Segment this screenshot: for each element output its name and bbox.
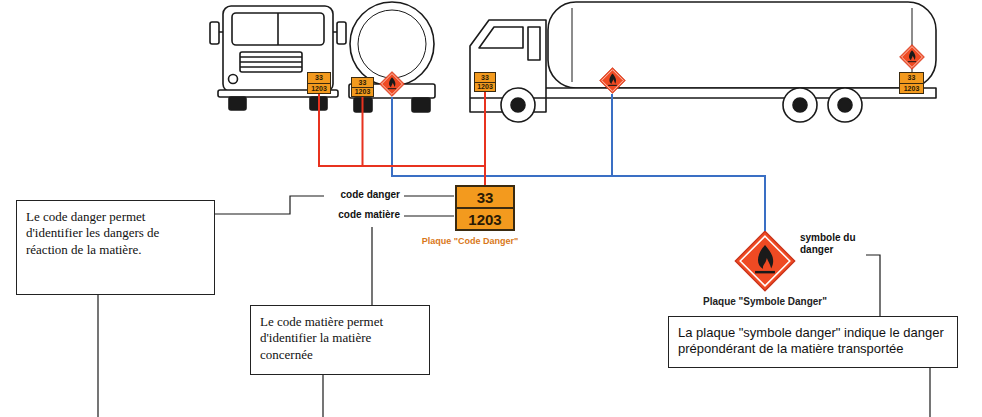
substance-code: 1203 <box>352 88 373 97</box>
plate-label: Plaque "Symbole Danger" <box>670 296 860 308</box>
code-danger-plate: 331203 <box>899 72 924 94</box>
substance-code: 1203 <box>308 84 330 94</box>
plate-label: symbole du danger <box>800 232 864 256</box>
substance-code: 1203 <box>900 84 923 94</box>
danger-code: 33 <box>308 73 330 84</box>
side-tanker <box>470 2 936 122</box>
plate-label: code matière <box>300 209 400 221</box>
danger-code: 33 <box>352 78 373 88</box>
code-danger-plate: 331203 <box>307 72 331 94</box>
callout-text: La plaque "symbole danger" indique le da… <box>678 325 948 358</box>
substance-code: 1203 <box>475 83 495 92</box>
callout-text: Le code matière permet d'identifier la m… <box>260 314 412 363</box>
callout-box: Le code danger permet d'identifier les d… <box>16 200 215 295</box>
danger-code: 33 <box>900 73 923 84</box>
hazard-diamond <box>900 45 925 70</box>
plate-label: code danger <box>300 189 400 201</box>
code-danger-plate: 331203 <box>351 77 374 97</box>
hazard-diamond <box>600 68 626 94</box>
code-danger-plate: 331203 <box>455 185 515 231</box>
front-truck <box>210 6 346 110</box>
code-danger-plate: 331203 <box>474 72 496 92</box>
callout-text: Le code danger permet d'identifier les d… <box>26 209 188 258</box>
plate-label: Plaque "Code Danger" <box>400 236 540 247</box>
danger-code: 33 <box>457 187 513 209</box>
hazard-diamond <box>380 72 405 97</box>
hazard-diamond <box>735 231 795 291</box>
rear-tanker <box>349 2 435 112</box>
danger-code: 33 <box>475 73 495 83</box>
code-wire <box>484 92 486 185</box>
callout-box: La plaque "symbole danger" indique le da… <box>668 316 958 368</box>
code-wire <box>319 94 485 185</box>
substance-code: 1203 <box>457 209 513 229</box>
symbol-wire <box>392 94 765 231</box>
code-wire <box>363 97 486 185</box>
callout-box: Le code matière permet d'identifier la m… <box>250 305 430 375</box>
